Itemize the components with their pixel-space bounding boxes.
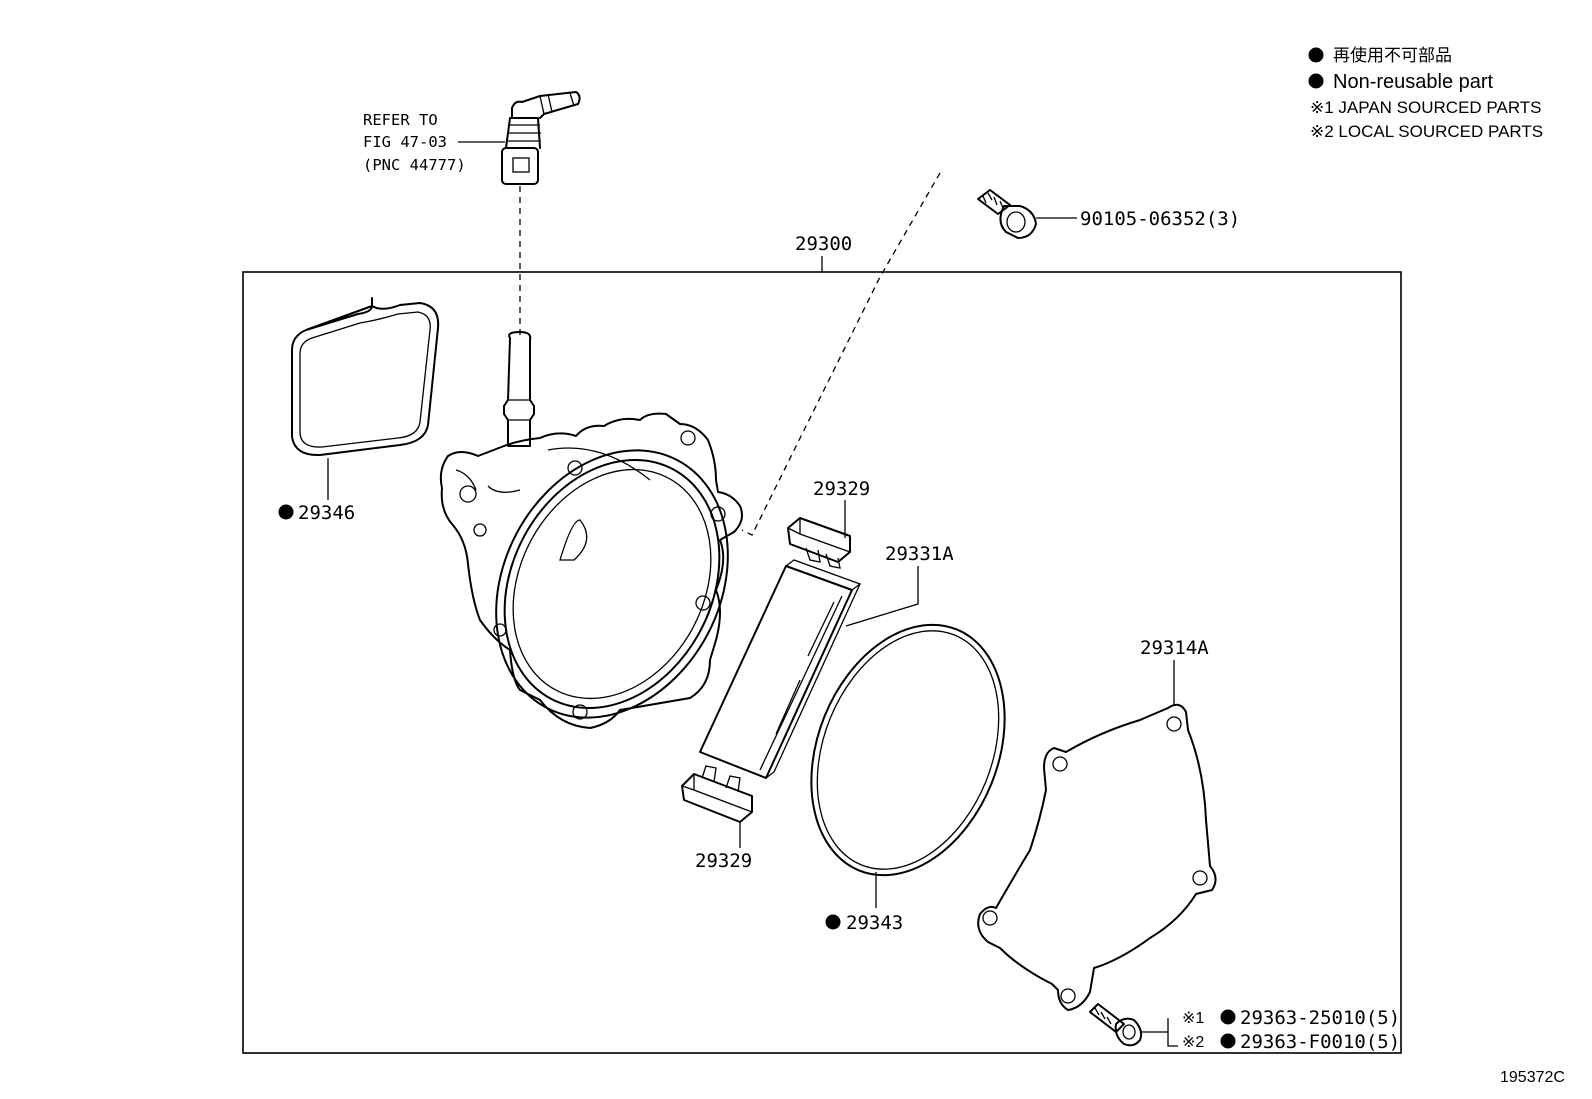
pump-housing: [439, 331, 743, 729]
refer-note: REFER TO FIG 47-03 (PNC 44777): [363, 111, 505, 174]
refer-line-2: FIG 47-03: [363, 133, 447, 151]
non-reusable-bullet-icon: [1308, 73, 1324, 89]
vane-leader-line: [845, 566, 919, 627]
part-label-vane: 29331A: [885, 543, 954, 565]
seal-top: [787, 517, 851, 569]
bolt-dashed-line: [741, 172, 941, 536]
part-label-bolt: 90105-06352(3): [1080, 208, 1240, 230]
hose-fitting: [501, 91, 581, 185]
legend-non-reusable-en: Non-reusable part: [1333, 71, 1494, 93]
cover-screw: [1089, 1003, 1143, 1047]
screw-leader-line: [1140, 1018, 1178, 1047]
refer-line-1: REFER TO: [363, 111, 438, 129]
part-label-seal-top: 29329: [813, 478, 870, 500]
legend-note-local: ※2 LOCAL SOURCED PARTS: [1310, 122, 1543, 141]
o-ring: [810, 623, 1006, 877]
part-label-o-ring: 29343: [846, 912, 903, 934]
legend-note-japan: ※1 JAPAN SOURCED PARTS: [1310, 98, 1542, 117]
note-mark-local: ※2: [1182, 1034, 1204, 1051]
note-mark-japan: ※1: [1182, 1010, 1204, 1027]
part-label-screw-local: 29363-F0010(5): [1240, 1031, 1400, 1053]
part-label-intake-gasket: 29346: [298, 502, 355, 524]
pump-cover: [977, 703, 1217, 1011]
non-reusable-bullet-icon: [1220, 1009, 1236, 1025]
intake-gasket: [291, 297, 440, 457]
non-reusable-bullet-icon: [278, 504, 294, 520]
part-label-assembly: 29300: [795, 233, 852, 255]
refer-line-3: (PNC 44777): [363, 156, 466, 174]
figure-code: 195372C: [1500, 1069, 1565, 1086]
assembly-frame: [242, 271, 1402, 1054]
legend: 再使用不可部品 Non-reusable part ※1 JAPAN SOURC…: [1308, 45, 1543, 141]
part-label-cover: 29314A: [1140, 637, 1209, 659]
vane: [699, 559, 862, 779]
part-label-seal-bottom: 29329: [695, 850, 752, 872]
part-label-screw-japan: 29363-25010(5): [1240, 1007, 1400, 1029]
bolt: 90105-06352(3): [977, 189, 1240, 239]
non-reusable-bullet-icon: [825, 914, 841, 930]
seal-bottom: [681, 765, 753, 823]
legend-non-reusable-jp: 再使用不可部品: [1333, 45, 1452, 65]
non-reusable-bullet-icon: [1220, 1033, 1236, 1049]
non-reusable-bullet-icon: [1308, 47, 1324, 63]
